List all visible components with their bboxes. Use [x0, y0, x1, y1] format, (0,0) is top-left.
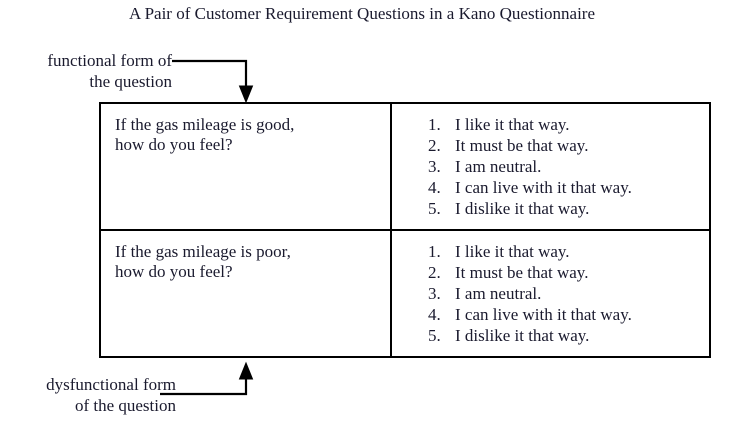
row-2-dysfunctional-question: If the gas mileage is poor, how do you f…	[101, 229, 392, 356]
row-2-answer-options: 1. I like it that way. 2. It must be tha…	[390, 229, 709, 356]
answer-number: 1.	[428, 242, 441, 261]
question-line2: how do you feel?	[115, 262, 233, 281]
kano-questionnaire-table: If the gas mileage is good, how do you f…	[99, 102, 711, 358]
answer-number: 4.	[428, 178, 441, 197]
list-item[interactable]: 4. I can live with it that way.	[428, 304, 709, 325]
list-item[interactable]: 3. I am neutral.	[428, 283, 709, 304]
figure-title: A Pair of Customer Requirement Questions…	[129, 4, 595, 23]
answer-number: 2.	[428, 263, 441, 282]
answer-label: It must be that way.	[455, 263, 589, 282]
answer-number: 5.	[428, 199, 441, 218]
answer-label: I like it that way.	[455, 242, 570, 261]
answer-label: I dislike it that way.	[455, 326, 590, 345]
question-line1: If the gas mileage is poor,	[115, 242, 291, 261]
answer-label: I am neutral.	[455, 157, 542, 176]
arrowhead-down-icon	[238, 85, 254, 104]
answer-number: 3.	[428, 284, 441, 303]
list-item[interactable]: 2. It must be that way.	[428, 135, 709, 156]
table-row: If the gas mileage is good, how do you f…	[101, 104, 709, 231]
answer-number: 3.	[428, 157, 441, 176]
answer-label: It must be that way.	[455, 136, 589, 155]
question-line2: how do you feel?	[115, 135, 233, 154]
row-1-answer-options: 1. I like it that way. 2. It must be tha…	[390, 104, 709, 231]
answer-label: I can live with it that way.	[455, 305, 632, 324]
list-item[interactable]: 3. I am neutral.	[428, 156, 709, 177]
answer-number: 5.	[428, 326, 441, 345]
answer-label: I like it that way.	[455, 115, 570, 134]
callout-functional-line1: functional form of	[47, 51, 172, 70]
answer-number: 2.	[428, 136, 441, 155]
leader-line-dysfunctional-arrow-up	[160, 361, 254, 396]
callout-dysfunctional-line2: of the question	[74, 396, 176, 415]
list-item[interactable]: 4. I can live with it that way.	[428, 177, 709, 198]
answer-number: 1.	[428, 115, 441, 134]
answer-list-functional: 1. I like it that way. 2. It must be tha…	[392, 104, 709, 219]
callout-functional-label: functional form of the question	[0, 50, 172, 92]
answer-label: I can live with it that way.	[455, 178, 632, 197]
list-item[interactable]: 2. It must be that way.	[428, 262, 709, 283]
question-text-dysfunctional: If the gas mileage is poor, how do you f…	[101, 231, 390, 282]
list-item[interactable]: 5. I dislike it that way.	[428, 325, 709, 346]
leader-line-functional-arrow-down	[172, 59, 254, 104]
answer-list-dysfunctional: 1. I like it that way. 2. It must be tha…	[392, 231, 709, 346]
table-row: If the gas mileage is poor, how do you f…	[101, 229, 709, 356]
answer-label: I am neutral.	[455, 284, 542, 303]
list-item[interactable]: 1. I like it that way.	[428, 114, 709, 135]
row-1-functional-question: If the gas mileage is good, how do you f…	[101, 104, 392, 231]
answer-number: 4.	[428, 305, 441, 324]
callout-dysfunctional-label: dysfunctional form of the question	[0, 374, 176, 416]
list-item[interactable]: 5. I dislike it that way.	[428, 198, 709, 219]
arrowhead-up-icon	[238, 361, 254, 380]
callout-functional-line2: the question	[89, 72, 172, 91]
question-text-functional: If the gas mileage is good, how do you f…	[101, 104, 390, 155]
answer-label: I dislike it that way.	[455, 199, 590, 218]
callout-dysfunctional-line1: dysfunctional form	[46, 375, 176, 394]
question-line1: If the gas mileage is good,	[115, 115, 295, 134]
list-item[interactable]: 1. I like it that way.	[428, 241, 709, 262]
